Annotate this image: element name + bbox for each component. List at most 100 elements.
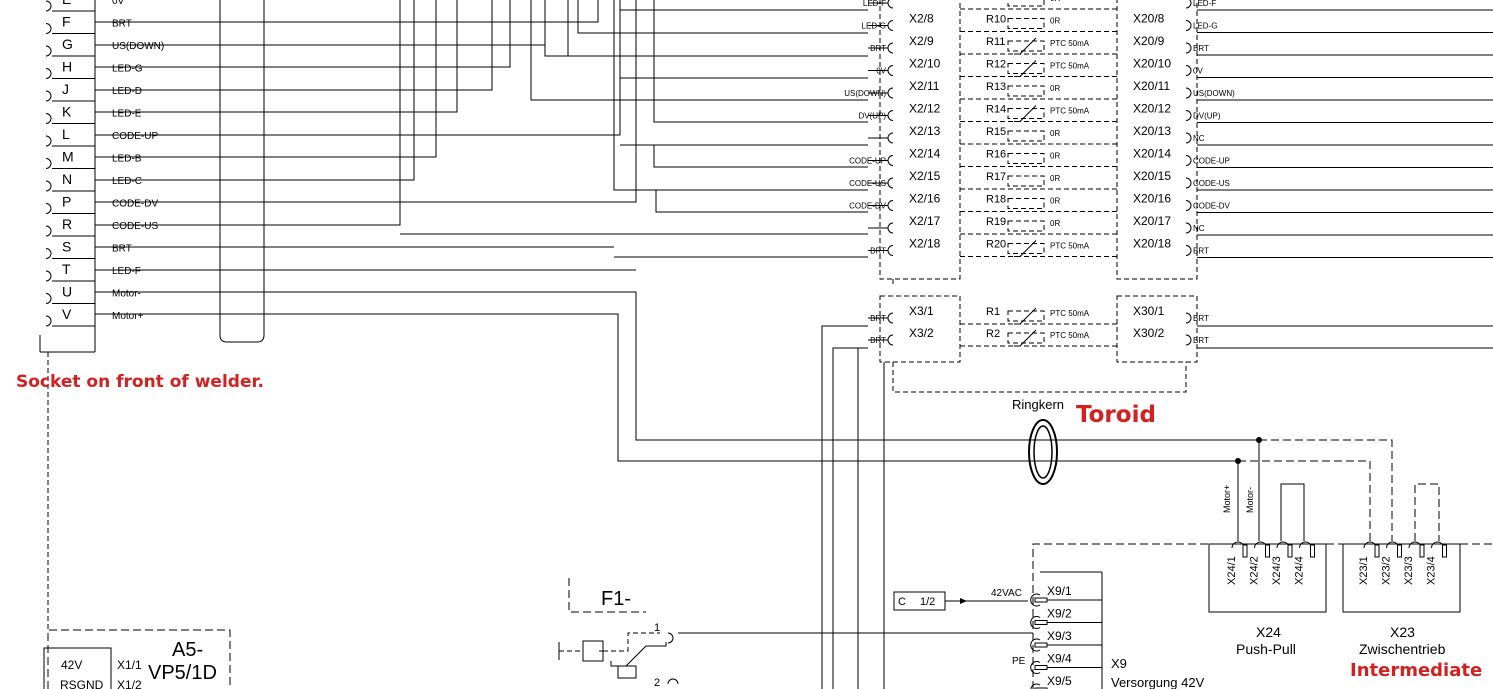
resistor-body (1007, 243, 1045, 254)
terminal-right-pin (1185, 110, 1192, 121)
terminal-left-id: X2/18 (909, 237, 941, 251)
connector-pin-contact (1242, 544, 1248, 558)
x9-pin-id: X9/4 (1047, 652, 1072, 666)
terminal-left-pin (887, 0, 894, 9)
resistor-body (1007, 18, 1045, 29)
connector-pin-contact (1374, 544, 1380, 558)
socket-pin-symbol (45, 158, 52, 169)
resistor-symbol (1007, 85, 1045, 97)
socket-pin-symbol (45, 45, 52, 57)
terminal-left-signal: CODE-US (849, 179, 886, 188)
x24-desc: Push-Pull (1236, 641, 1296, 657)
motor-wires (1235, 437, 1440, 541)
x9-42vac-label: 42VAC (991, 588, 1022, 599)
fuse-pin2: 2 (654, 677, 660, 689)
socket-pin-symbol (45, 315, 52, 327)
connector-pin-contact (1419, 544, 1425, 558)
a5-pin1-label: 42V (61, 658, 82, 672)
socket-pin-letter: G (62, 36, 73, 52)
terminal-right-id: X20/14 (1133, 147, 1171, 161)
resistor-body (1007, 130, 1045, 142)
socket-pin-symbol (45, 203, 52, 214)
a5-pin1: X1/1 (117, 658, 142, 672)
connector-pin-id: X23/3 (1403, 556, 1415, 585)
terminal-right-signal: BRT (1193, 247, 1209, 256)
toroid: Ringkern Toroid (1012, 397, 1156, 485)
terminal-right-signal: BRT (1193, 44, 1209, 53)
terminal-left-pin (887, 222, 894, 234)
terminal-left-pin (887, 155, 894, 166)
resistor-type: 0R (1050, 197, 1060, 206)
resistor-body (1007, 85, 1045, 97)
terminal-left-pin (887, 87, 894, 99)
connector-pin-contact (1310, 544, 1315, 558)
ptc-resistor-symbol (1007, 105, 1045, 122)
x24-pin: X24/3 (1271, 541, 1293, 585)
terminal-right-id: X20/18 (1133, 237, 1171, 251)
socket-pin-label: LED-B (112, 154, 142, 165)
x23-annotation: Intermediate (1350, 660, 1482, 681)
resistor-symbol (1007, 130, 1045, 142)
socket-pin-letter: E (62, 0, 71, 7)
socket-pin-letter: F (62, 14, 71, 30)
resistor-body (1007, 198, 1045, 209)
x24-wire-motor-plus: Motor+ (1222, 485, 1232, 513)
x23-pin: X23/2 (1381, 541, 1402, 585)
resistor-id: R20 (986, 239, 1006, 251)
resistor-body (1007, 108, 1045, 119)
socket-pin-symbol (45, 270, 52, 282)
terminal-left-pin (887, 65, 894, 76)
socket-pin-symbol (45, 68, 52, 79)
terminal-left-id: X2/14 (909, 147, 941, 161)
terminal-right-pin (1185, 20, 1192, 31)
socket-pin-letter: U (62, 284, 72, 300)
socket-pin-symbol (45, 0, 52, 12)
x9-pin: X9/4 (1030, 652, 1102, 674)
resistor-symbol (1007, 220, 1045, 232)
x9-pin-symbol (1030, 661, 1041, 674)
connector-pin-contact (1287, 544, 1293, 558)
terminal-right-signal: US(DOWN) (1193, 89, 1235, 98)
terminal-left-pin (887, 245, 894, 256)
terminal-left-id: X2/8 (909, 12, 934, 26)
connector-pin-contact (1265, 544, 1270, 558)
terminal-left-signal: CODE-UP (849, 157, 886, 166)
socket-pin-letter: H (62, 59, 72, 75)
resistor-body (1007, 63, 1045, 74)
terminal-left-id: X2/15 (909, 169, 941, 183)
a5-pin2: X1/2 (117, 678, 142, 689)
resistor-symbol (1007, 153, 1045, 164)
terminal-right-pin (1185, 132, 1192, 144)
resistor-id: R16 (986, 149, 1006, 161)
x24-wire-motor-minus: Motor- (1245, 487, 1255, 513)
ptc-resistor-symbol (1007, 240, 1045, 257)
a5-pin2-label: RSGND (60, 678, 104, 689)
socket-pin-symbol (45, 90, 52, 102)
socket-block: E0VFBRTGUS(DOWN)HLED-GJLED-DKLED-ELCODE-… (39, 0, 164, 630)
resistor-type: PTC 50mA (1050, 62, 1090, 71)
socket-pin-label: LED-E (112, 109, 142, 120)
terminal-left-id: X2/12 (909, 102, 941, 116)
resistor-symbol (1007, 0, 1045, 7)
terminal-right-id: X20/17 (1133, 214, 1171, 228)
terminal-left-pin (887, 132, 894, 144)
terminal-right-pin (1185, 155, 1192, 166)
socket-pin-symbol (45, 180, 52, 192)
socket-pin-symbol (45, 293, 52, 304)
x9-pin-symbol (1030, 593, 1041, 607)
resistor-type: PTC 50mA (1050, 309, 1090, 318)
resistor-symbol (1007, 18, 1045, 29)
x9-name: X9 (1111, 656, 1127, 671)
x9-pin-symbol (1030, 683, 1041, 689)
connector-pin-id: X23/2 (1381, 556, 1393, 585)
